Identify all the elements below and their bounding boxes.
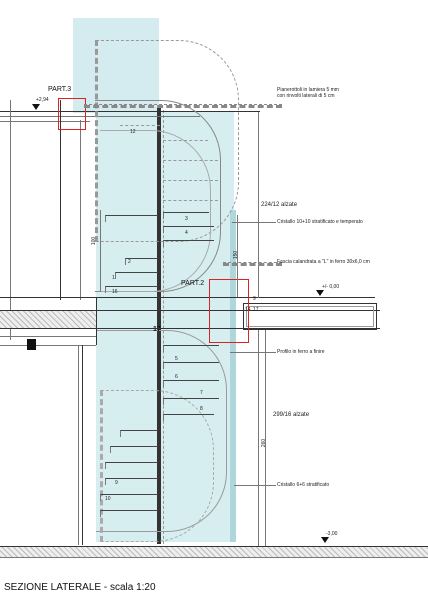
stair-step	[163, 362, 219, 369]
stair-step	[115, 272, 158, 279]
level-marker-top	[32, 104, 40, 110]
stair-step	[110, 446, 158, 453]
stair-step	[100, 494, 158, 501]
floor-step-line	[0, 336, 96, 337]
stair-step	[105, 286, 158, 293]
dim-label-17: 17	[253, 307, 259, 313]
dim-label-upper: 224/12 alzate	[261, 202, 298, 208]
stair-step	[120, 125, 160, 130]
step-number: 8	[200, 406, 203, 412]
balustrade-curve-5	[100, 390, 214, 542]
detail-label-part3: PART.3	[48, 86, 72, 93]
note-cristallo-bottom: Cristallo 6+6 stratificato	[277, 482, 330, 488]
floor-slab-inner	[246, 306, 374, 327]
dim-label-9: 9	[253, 296, 256, 302]
stair-step	[163, 200, 218, 205]
detail-box-part2	[209, 279, 249, 343]
stair-step	[163, 345, 219, 352]
stair-step	[163, 180, 218, 185]
stair-step	[163, 380, 219, 387]
stair-step	[163, 398, 219, 405]
step-number: 6	[175, 374, 178, 380]
level-label-mid: +/- 0,00	[322, 284, 340, 290]
step-number: 10	[105, 496, 111, 502]
level-label-bottom: -3,00	[326, 531, 338, 537]
floor-step-line2	[0, 345, 96, 346]
dim-line-100	[100, 210, 101, 292]
upper-wall-far	[10, 100, 11, 340]
leader-pianerottoli	[84, 104, 282, 108]
note-fascia: Fascia calandrata a "L" in ferro 30x6,0 …	[277, 259, 370, 265]
step-number: 2	[128, 259, 131, 265]
note-profilo: Profilo in ferro a finire	[277, 349, 325, 355]
level-marker-bottom	[321, 537, 329, 543]
leader-cristallo-top	[232, 222, 276, 223]
stair-step	[105, 478, 158, 485]
stair-step	[163, 414, 214, 421]
stair-step	[163, 140, 208, 145]
floor-slab-left	[0, 311, 96, 328]
floor-line-slab	[0, 328, 380, 329]
step-number: 4	[185, 230, 188, 236]
floor-line-bottom	[0, 310, 380, 311]
stair-step	[105, 215, 158, 222]
level-label-top: +2,94	[36, 97, 49, 103]
stair-step	[120, 430, 158, 437]
leader-profilo	[230, 352, 276, 353]
dim-label-150: 150	[233, 250, 240, 260]
level-marker-mid	[316, 290, 324, 296]
dim-line-lower	[258, 330, 259, 546]
level-top-line3	[0, 121, 90, 122]
floor-slab-right	[243, 303, 377, 330]
stair-step	[163, 160, 218, 165]
step-number: 16	[112, 289, 118, 295]
central-column	[157, 108, 161, 544]
stair-step	[163, 226, 214, 233]
note-pianerottoli: Pianerottoli in lamiera 5 mm con rinvolt…	[277, 87, 339, 99]
dim-line-260	[265, 330, 266, 546]
upper-wall-left	[60, 100, 61, 300]
stair-step	[100, 510, 158, 517]
floor-line-top	[0, 297, 375, 298]
balustrade-curve-3	[100, 130, 211, 292]
dim-line-upper	[258, 112, 259, 298]
wall-block	[27, 339, 36, 350]
detail-box-part3	[58, 98, 86, 130]
dim-label-lower: 299/16 alzate	[273, 412, 310, 418]
step-number: 9	[115, 480, 118, 486]
floor-end-left	[96, 297, 97, 345]
lower-wall-2	[78, 345, 79, 545]
step-number: 3	[185, 216, 188, 222]
dim-label-14: 14	[245, 307, 251, 313]
leader-fascia	[223, 262, 282, 266]
stair-step	[105, 462, 158, 469]
stair-step	[163, 240, 214, 247]
axis-line	[163, 110, 164, 544]
ground-line-2	[0, 557, 428, 558]
ground-line	[0, 546, 428, 547]
step-number: 17	[153, 326, 161, 333]
stair-step	[163, 212, 209, 219]
glass-panel-side	[230, 210, 236, 542]
drawing-title: SEZIONE LATERALE - scala 1:20	[4, 582, 156, 593]
step-number: 1	[112, 275, 115, 281]
dim-line-150	[237, 215, 238, 297]
step-number: 5	[175, 356, 178, 362]
step-number: 7	[200, 390, 203, 396]
upper-wall-right	[80, 120, 81, 300]
leader-cristallo-bottom	[234, 485, 276, 486]
detail-label-part2: PART.2	[181, 280, 205, 287]
step-number: 12	[130, 129, 136, 135]
lower-wall	[82, 345, 83, 545]
stair-step	[125, 258, 158, 265]
dim-label-260: 260	[261, 438, 268, 448]
ground-slab	[0, 547, 428, 557]
dim-label-100: 100	[91, 236, 98, 246]
note-cristallo-top: Cristallo 10+10 stratificato e temperato	[277, 219, 363, 225]
